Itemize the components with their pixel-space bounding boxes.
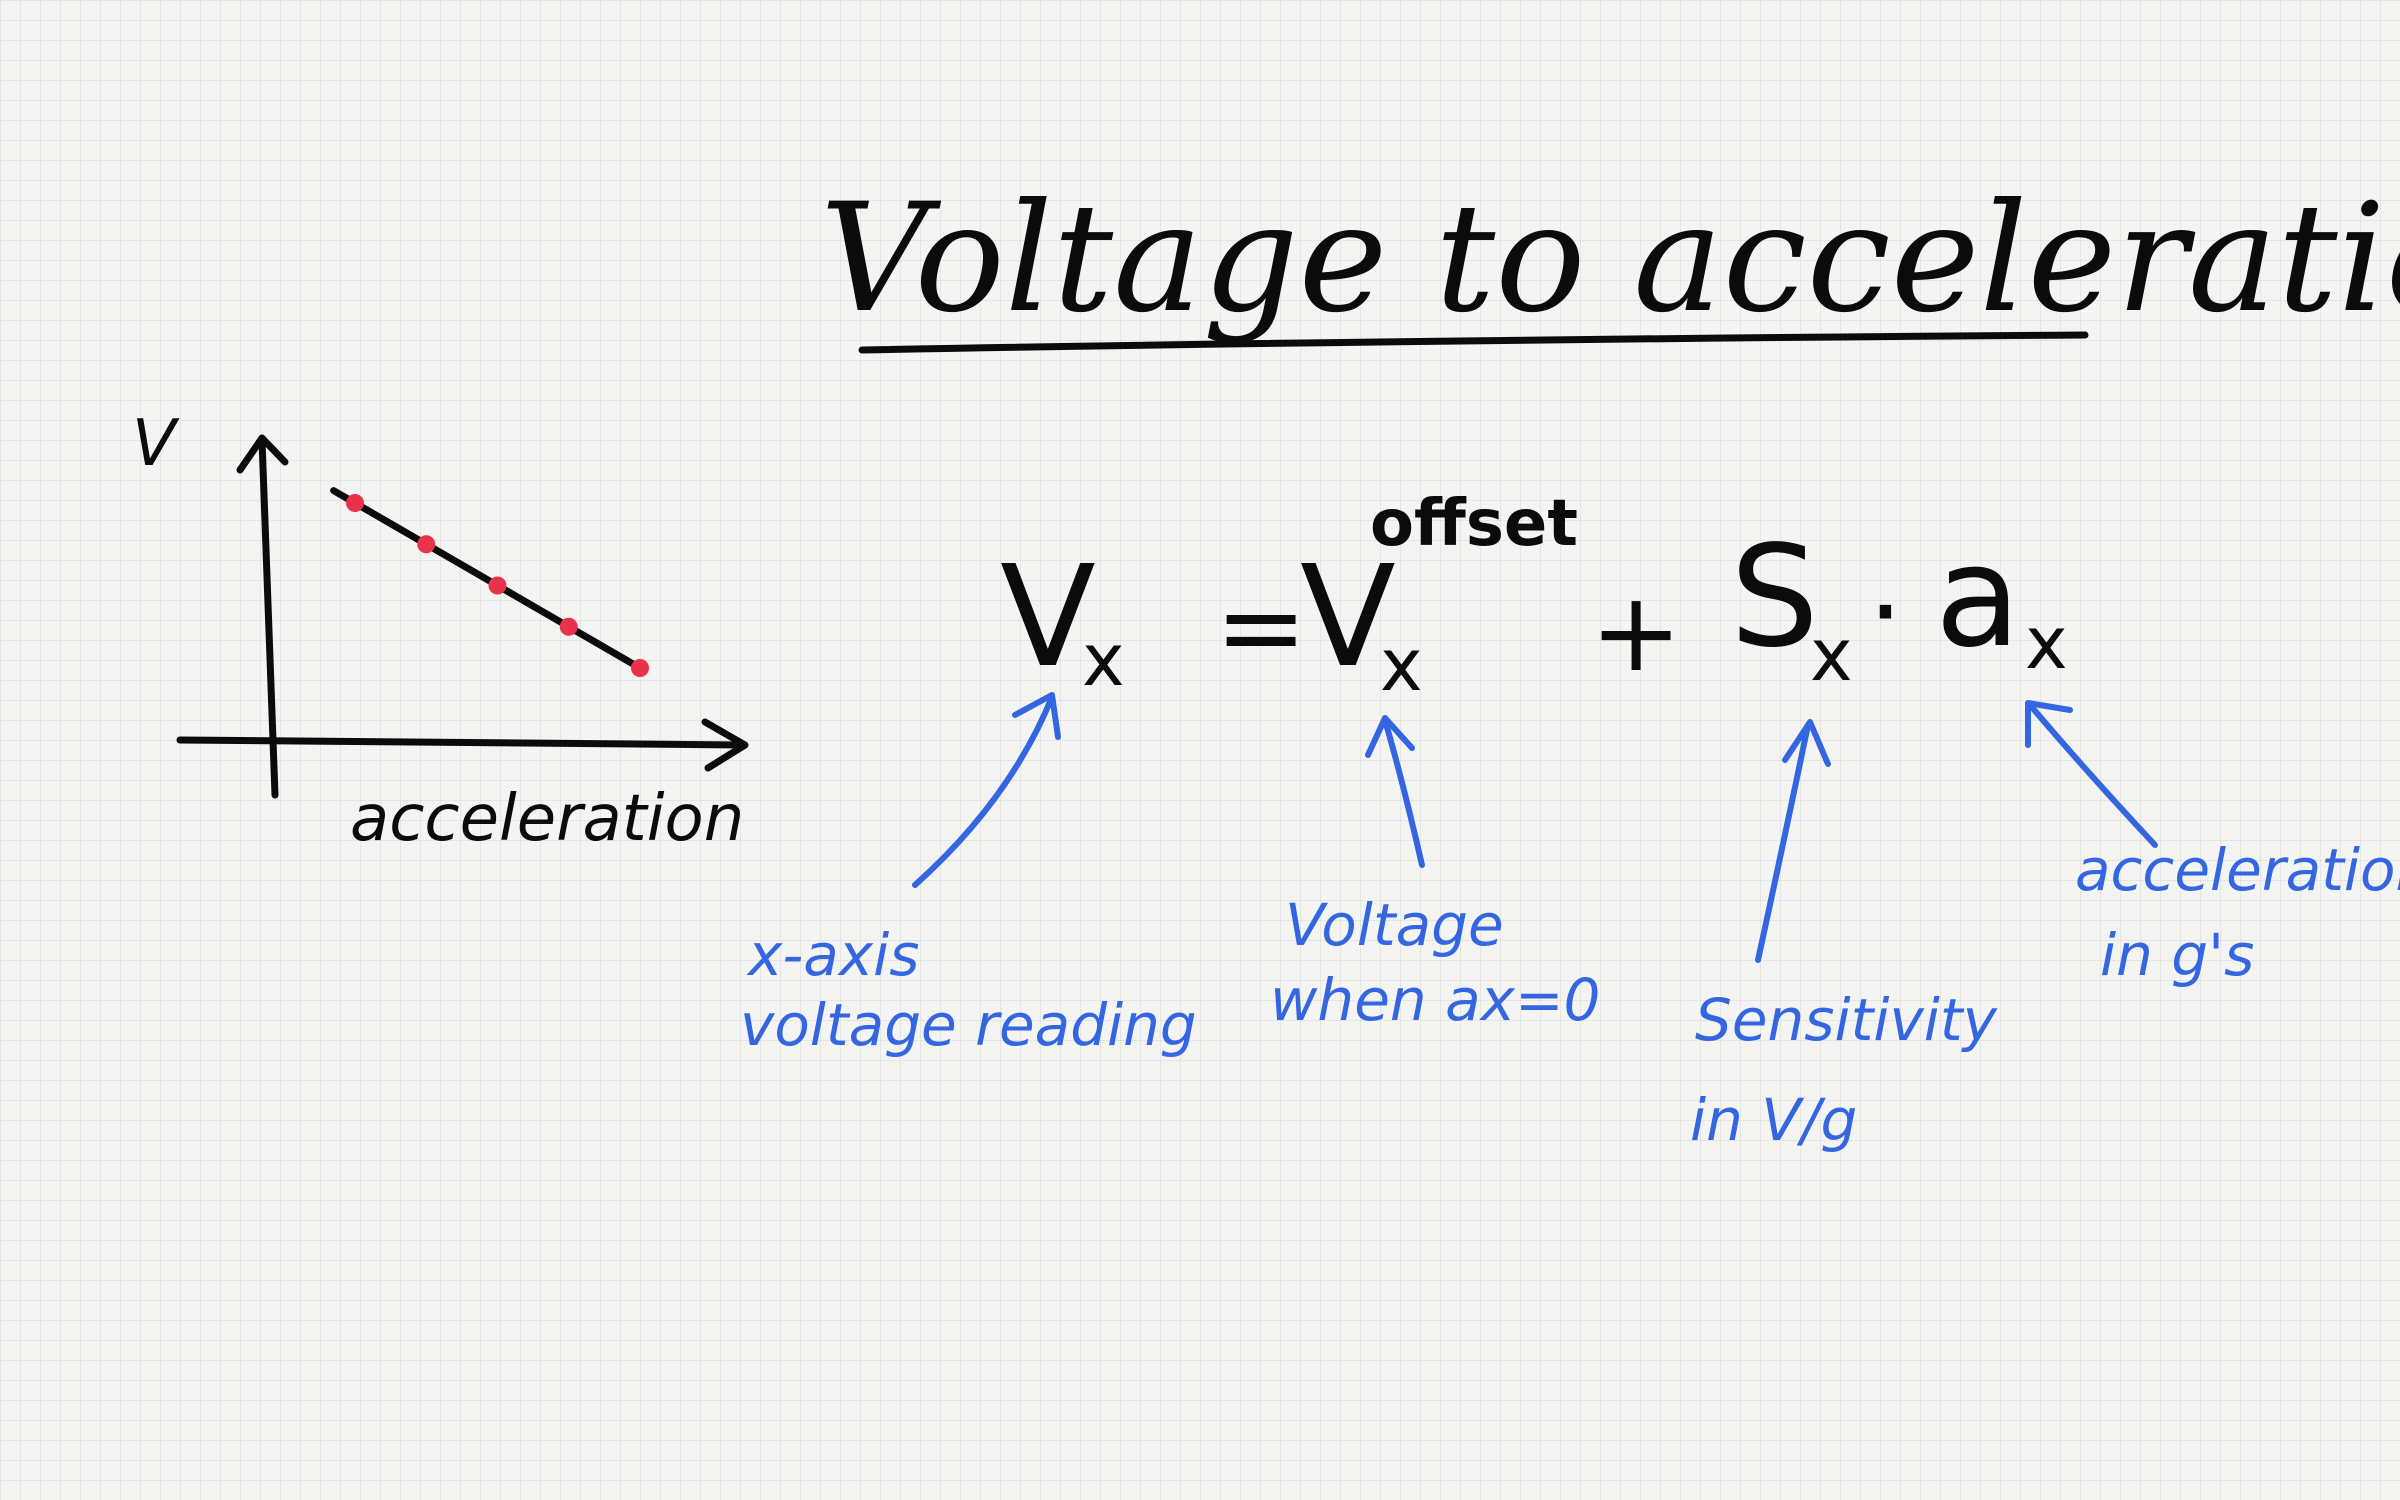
equation-offset-subscript: x (1380, 623, 1423, 707)
equation-offset-symbol: V (1300, 536, 1396, 699)
equation-acceleration-symbol: a (1935, 516, 2021, 679)
y-axis-arrowhead (236, 434, 289, 474)
arrow-to-lhs-head (1012, 692, 1061, 740)
arrow-to-sensitivity (1755, 722, 1811, 963)
note-offset-line2: when ax=0 (1270, 966, 1600, 1034)
data-points (346, 494, 649, 677)
equation: V x = V x offset + S x · a x (1000, 487, 2068, 707)
equation-sensitivity-subscript: x (1810, 613, 1853, 697)
y-axis-label: V (132, 407, 180, 481)
trend-line (330, 487, 644, 672)
voltage-acceleration-chart: V acceleration (132, 407, 749, 856)
arrow-to-lhs (912, 694, 1055, 888)
equation-equals-sign: = (1215, 563, 1307, 691)
equation-lhs-symbol: V (1000, 536, 1096, 699)
x-axis-line (176, 736, 746, 749)
arrow-to-offset (1382, 717, 1425, 868)
annotation-labels: x-axis voltage reading Voltage when ax=0… (740, 836, 2400, 1154)
annotation-arrows (912, 692, 2158, 963)
equation-sensitivity-symbol: S (1730, 516, 1819, 679)
note-offset-line1: Voltage (1285, 891, 1504, 959)
arrow-to-sensitivity-head (1782, 719, 1831, 767)
data-point (559, 617, 578, 636)
x-axis-label: acceleration (350, 782, 744, 856)
arrow-to-offset-head (1365, 715, 1415, 758)
data-point (346, 494, 364, 512)
data-point (488, 576, 507, 595)
note-sensitivity-line2: in V/g (1690, 1086, 1857, 1154)
note-acceleration-line2: in g's (2100, 921, 2254, 989)
equation-lhs-subscript: x (1082, 618, 1125, 702)
x-axis-arrowhead (701, 718, 749, 772)
y-axis-line (258, 436, 279, 799)
note-acceleration-line1: acceleration (2075, 836, 2400, 904)
equation-dot: · (1868, 548, 1903, 676)
note-lhs-line1: x-axis (746, 921, 919, 989)
arrow-to-acceleration-head (2025, 700, 2073, 748)
arrow-to-acceleration (2027, 702, 2158, 848)
title-underline (858, 331, 2089, 354)
page-title: Voltage to acceleration (820, 172, 2400, 346)
equation-plus-sign: + (1590, 568, 1682, 696)
note-sensitivity-line1: Sensitivity (1695, 986, 1998, 1054)
note-lhs-line2: voltage reading (740, 991, 1197, 1059)
equation-acceleration-subscript: x (2025, 601, 2068, 685)
data-point (631, 659, 649, 677)
data-point (417, 535, 436, 554)
equation-offset-superscript: offset (1370, 487, 1578, 561)
